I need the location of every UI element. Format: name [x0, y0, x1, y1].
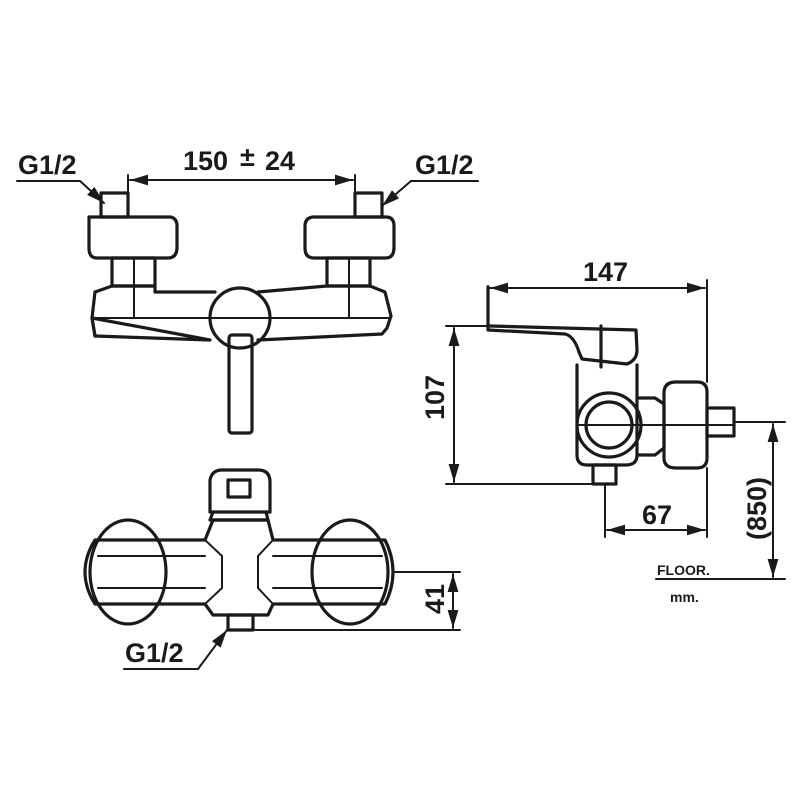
bottom-outlet [226, 613, 255, 632]
dim-centers-value: 150 [183, 146, 228, 176]
dim-outlet-value: 41 [420, 584, 450, 614]
top-cap-slot [226, 478, 252, 499]
mixer-body [90, 284, 393, 342]
body-left-edge [90, 290, 97, 338]
left-eccentric-connector [87, 215, 179, 260]
lever-handle [227, 333, 254, 435]
top-view: 41 G1/2 [83, 468, 461, 670]
thread-label-top-left: G1/2 [18, 150, 77, 180]
dim-centers-tol-symbol: ± [240, 142, 255, 172]
dim-centers-tol: 24 [265, 146, 295, 176]
top-cap [208, 468, 272, 514]
dim-depth-value: 147 [583, 257, 628, 287]
right-eccentric-connector [303, 215, 396, 260]
leader-bottom [197, 629, 228, 670]
side-view: 147 107 67 (850) FLOOR. mm. [420, 257, 786, 605]
leader-top-right [381, 180, 412, 207]
dim-floor-value: (850) [742, 477, 772, 540]
top-body-facet-right [257, 539, 274, 605]
dim-height-value: 107 [420, 375, 450, 420]
thread-label-top-right: G1/2 [415, 150, 474, 180]
left-eccentric-disc [88, 518, 168, 626]
front-view: 150 ± 24 G1/2 G1/2 [16, 142, 479, 435]
side-lever [486, 285, 639, 366]
right-eccentric-disc [310, 518, 390, 626]
top-body-facet-left [204, 539, 223, 605]
side-outlet [591, 463, 618, 486]
dim-offset-value: 67 [642, 500, 672, 530]
left-inlet-nut [99, 191, 130, 219]
right-inlet-nut [353, 191, 384, 219]
floor-label: FLOOR. [657, 562, 710, 578]
lever-cap [208, 286, 272, 350]
wall-inlet [705, 406, 736, 438]
top-body [83, 518, 395, 617]
thread-label-bottom: G1/2 [125, 638, 184, 668]
unit-label: mm. [670, 589, 699, 605]
wall-flange [662, 380, 709, 470]
leader-top-left [79, 180, 105, 204]
